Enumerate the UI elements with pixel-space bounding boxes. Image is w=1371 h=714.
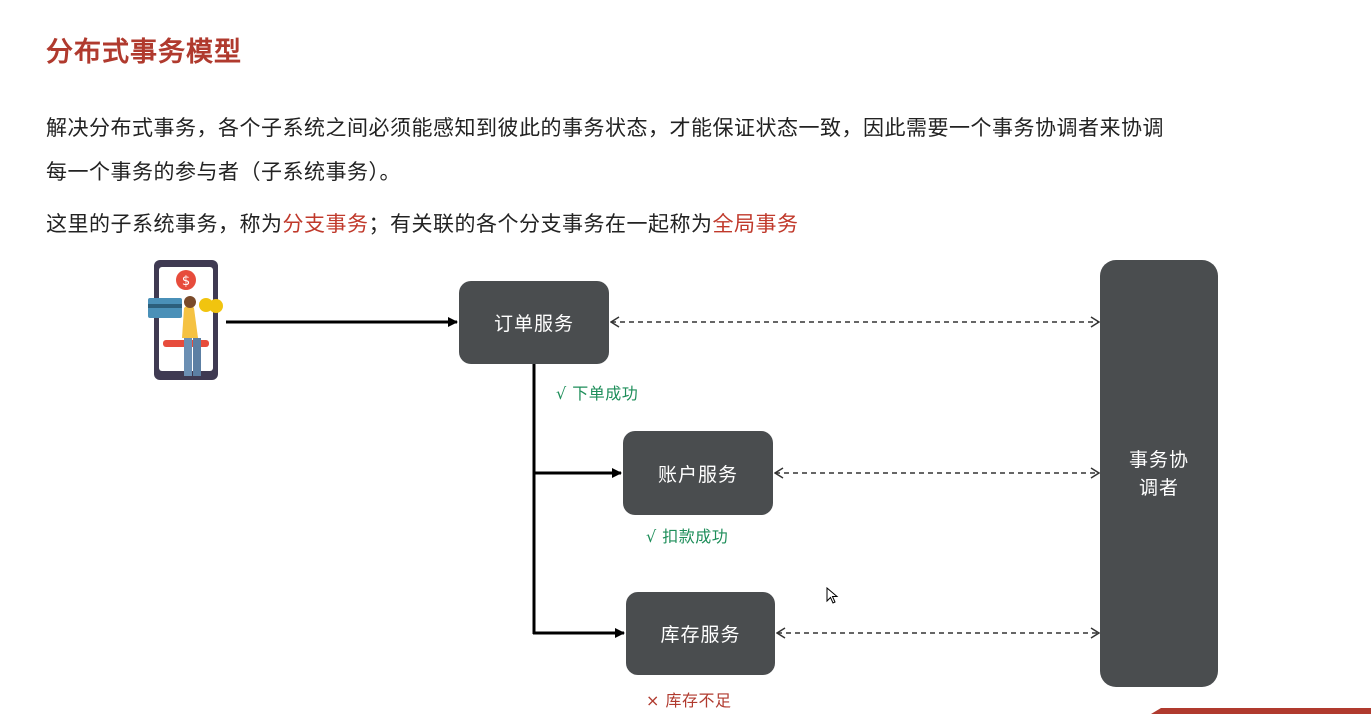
account-service-label: 账户服务	[657, 463, 738, 486]
order-service-box: 订单服务	[459, 281, 609, 364]
stock-service-label: 库存服务	[660, 624, 741, 646]
coordinator-label-line-1: 事务协	[1128, 448, 1189, 471]
order-status-label: √ 下单成功	[556, 384, 639, 403]
transaction-coordinator-box: 事务协 调者	[1100, 260, 1218, 687]
definition-paragraph: 这里的子系统事务，称为分支事务；有关联的各个分支事务在一起称为全局事务	[46, 208, 799, 238]
corner-accent-shape	[1151, 708, 1371, 714]
order-service-label: 订单服务	[493, 313, 574, 335]
coordinator-label-line-2: 调者	[1138, 476, 1179, 499]
mouse-cursor-icon	[826, 587, 839, 604]
stock-service-box: 库存服务	[626, 592, 775, 675]
intro-line-2: 每一个事务的参与者（子系统事务）。	[46, 160, 401, 184]
account-status-label: √ 扣款成功	[646, 527, 729, 546]
intro-line-1: 解决分布式事务，各个子系统之间必须能感知到彼此的事务状态，才能保证状态一致，因此…	[46, 116, 1164, 140]
stock-status-label: × 库存不足	[646, 691, 732, 710]
page-title: 分布式事务模型	[46, 37, 242, 68]
definition-middle: ；有关联的各个分支事务在一起称为	[368, 212, 713, 236]
global-transaction-term: 全局事务	[712, 212, 799, 236]
user-payment-icon: $	[148, 260, 223, 380]
branch-transaction-term: 分支事务	[282, 212, 369, 236]
svg-text:$: $	[182, 274, 190, 289]
account-service-box: 账户服务	[623, 431, 773, 515]
definition-prefix: 这里的子系统事务，称为	[46, 212, 283, 236]
